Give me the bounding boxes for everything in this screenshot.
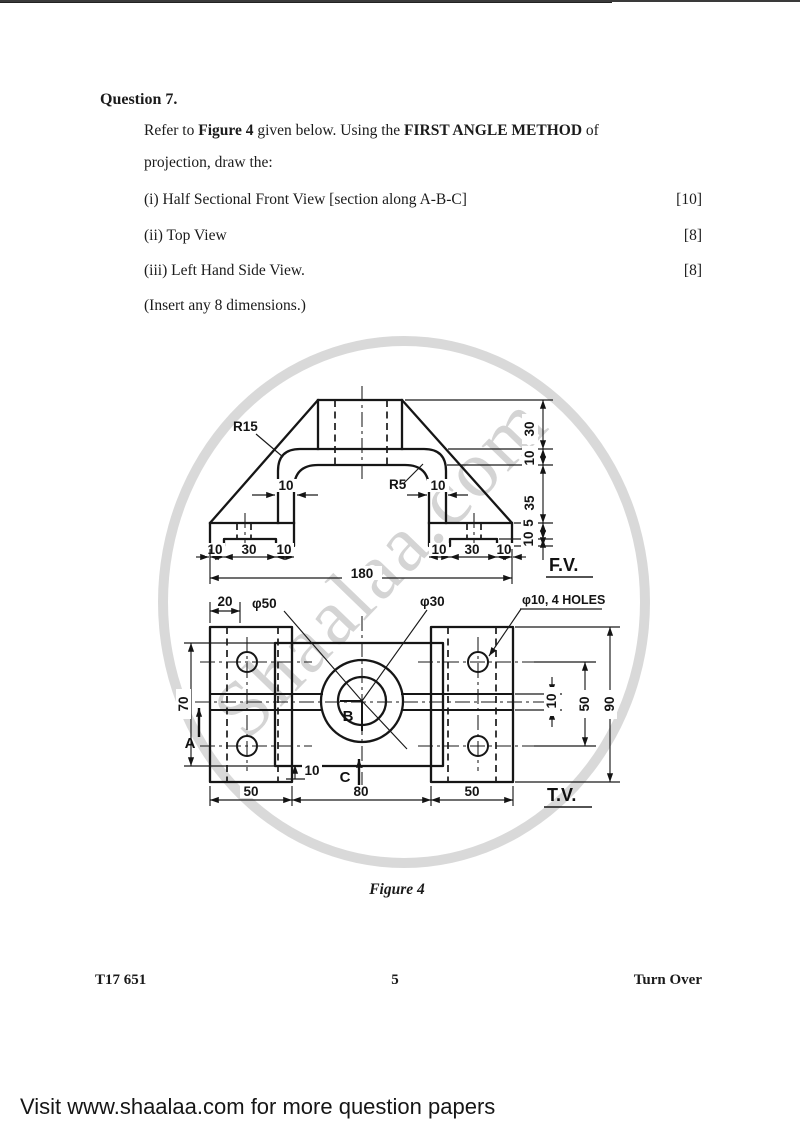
intro-line-1: Refer to Figure 4 given below. Using the… <box>144 122 684 140</box>
watermark-ring <box>158 336 650 868</box>
tv-right-plate <box>429 625 515 784</box>
tv-left-plate <box>208 625 294 784</box>
tv-dim-dia30: φ30 <box>420 594 445 609</box>
intro-given: given below. Using the <box>253 122 405 139</box>
intro-method: FIRST ANGLE METHOD <box>404 122 583 139</box>
tv-dim-slot10: 10 <box>544 693 559 708</box>
tv-section-a: A <box>185 735 196 752</box>
fv-dim-wall-left: 10 <box>278 478 293 493</box>
tv-chain-50b: 50 <box>464 784 479 799</box>
tv-chain-80: 80 <box>353 784 368 799</box>
fv-stack-10: 10 <box>522 450 537 465</box>
fv-hole-hidden-lines <box>334 400 388 465</box>
tv-slot-lines <box>210 693 513 711</box>
footer-page-number: 5 <box>391 972 399 988</box>
tv-dim-step10: 10 <box>304 763 319 778</box>
front-view: 10 10 R15 R5 10 30 10 10 30 10 <box>196 386 593 584</box>
tv-dim-pitch50: 50 <box>577 696 592 711</box>
tv-dim-dia50: φ50 <box>252 596 277 611</box>
tv-dim-70: 70 <box>176 696 191 711</box>
item-i-text: (i) Half Sectional Front View [section a… <box>144 191 467 208</box>
fv-dim-r15: R15 <box>233 419 258 434</box>
item-i-marks: [10] <box>676 191 702 208</box>
fv-boss-edges <box>316 398 404 451</box>
fv-chain-left-10a: 10 <box>207 542 222 557</box>
intro-refer: Refer to <box>144 122 199 139</box>
fv-dim-r5: R5 <box>389 477 407 492</box>
tv-chain-50a: 50 <box>243 784 258 799</box>
tv-dim-90: 90 <box>602 696 617 711</box>
footer-turn-over: Turn Over <box>633 972 702 988</box>
intro-of: of <box>582 122 599 139</box>
fv-chain-left-30: 30 <box>241 542 256 557</box>
fv-view-label: F.V. <box>549 555 578 575</box>
fv-dim-wall-right: 10 <box>430 478 445 493</box>
figure-caption: Figure 4 <box>369 881 425 898</box>
item-ii-marks: [8] <box>683 227 702 244</box>
item-iii-marks: [8] <box>683 262 702 279</box>
item-iii-text: (iii) Left Hand Side View. <box>144 262 305 279</box>
tv-dim-20: 20 <box>217 594 232 609</box>
dimensions-note: (Insert any 8 dimensions.) <box>144 297 306 314</box>
fv-stack-30: 30 <box>522 421 537 436</box>
fv-arch-outer <box>276 447 448 525</box>
intro-line-2: projection, draw the: <box>144 154 273 171</box>
fv-chain-left-10b: 10 <box>276 542 291 557</box>
tv-body-outline <box>273 641 445 768</box>
tv-view-label: T.V. <box>547 785 576 805</box>
fv-feet-center-lines <box>244 513 475 545</box>
top-view: 20 φ50 φ30 φ10, 4 HOLES 70 A B C 10 50 <box>176 593 620 808</box>
fv-dim-width: 180 <box>351 566 374 581</box>
tv-section-c: C <box>340 769 351 786</box>
question-heading: Question 7. <box>100 91 178 108</box>
intro-figure-ref: Figure 4 <box>198 122 254 139</box>
fv-stack-35: 35 <box>522 495 537 511</box>
fv-chain-right-10b: 10 <box>496 542 511 557</box>
site-note: Visit www.shaalaa.com for more question … <box>20 1094 496 1119</box>
scan-top-edge <box>0 0 800 2</box>
tv-section-b: B <box>343 708 354 725</box>
fv-chain-right-30: 30 <box>464 542 479 557</box>
tv-dim-holes-note: φ10, 4 HOLES <box>522 593 605 607</box>
footer-paper-code: T17 651 <box>95 972 147 988</box>
item-ii-text: (ii) Top View <box>144 227 227 244</box>
fv-stack-10b: 10 <box>521 531 536 546</box>
fv-feet-hidden-lines <box>236 523 482 539</box>
fv-chain-right-10a: 10 <box>431 542 446 557</box>
fv-stack-5: 5 <box>521 519 536 527</box>
